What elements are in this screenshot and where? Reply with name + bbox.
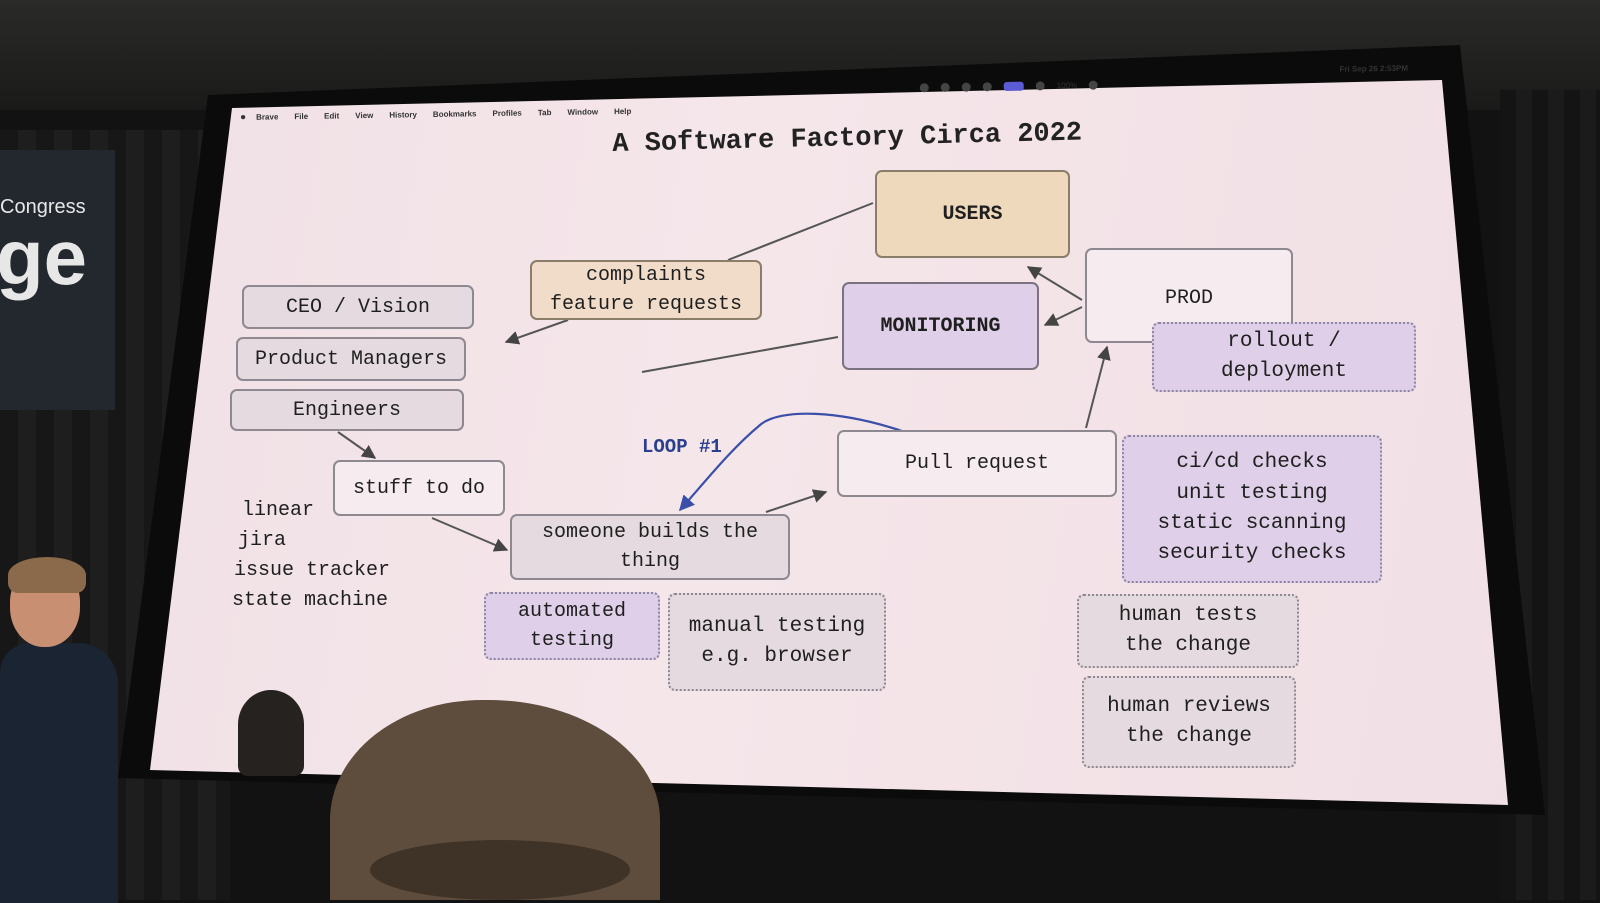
cap-brim (370, 840, 630, 900)
the-change-label: the change (1125, 725, 1253, 748)
automated-testing-node: automated testing (484, 592, 660, 660)
arrow-stuff-to-builds (431, 517, 509, 552)
audience-silhouette (238, 690, 304, 776)
deployment-label: deployment (1220, 360, 1348, 383)
thing-label: thing (619, 550, 680, 573)
tools-list: linear jira issue tracker state machine (232, 496, 390, 616)
feature-requests-label: feature requests (549, 293, 743, 316)
automated-label: automated (517, 600, 627, 623)
audience-head-cap (330, 700, 660, 900)
pull-request-label: Pull request (904, 452, 1050, 475)
human-reviews-label: human reviews (1107, 694, 1271, 718)
testing-label: testing (529, 629, 614, 652)
security-checks-label: security checks (1157, 542, 1347, 566)
stuff-to-do-label: stuff to do (352, 476, 486, 500)
tool-jira: jira (238, 529, 287, 552)
rollout-label: rollout / (1227, 329, 1341, 353)
static-scanning-label: static scanning (1157, 512, 1347, 535)
speaker-person (0, 555, 120, 903)
tool-issue-tracker: issue tracker (234, 559, 391, 582)
engineers-node: Engineers (230, 389, 464, 431)
browser-label: e.g. browser (701, 645, 853, 668)
arrow-prod-to-monitoring (1043, 306, 1083, 326)
pull-request-node: Pull request (837, 430, 1117, 497)
monitoring-label: MONITORING (880, 314, 1001, 338)
users-label: USERS (942, 202, 1003, 226)
someone-builds-node: someone builds the thing (510, 514, 790, 580)
speaker-hair (8, 557, 86, 593)
human-reviews-node: human reviews the change (1082, 676, 1296, 768)
the-change-label: the change (1124, 634, 1252, 657)
monitoring-node: MONITORING (842, 282, 1039, 370)
engineers-label: Engineers (292, 398, 402, 422)
loop-label: LOOP #1 (642, 436, 722, 458)
prod-label: PROD (1164, 287, 1213, 310)
manual-testing-node: manual testing e.g. browser (668, 593, 886, 691)
human-tests-label: human tests (1118, 603, 1258, 627)
manual-testing-label: manual testing (688, 614, 866, 638)
complaints-node: complaints feature requests (530, 260, 762, 320)
ceo-node: CEO / Vision (242, 285, 474, 329)
arrow-users-to-complaints (727, 202, 874, 261)
speaker-body (0, 643, 118, 903)
human-tests-node: human tests the change (1077, 594, 1299, 668)
tool-linear: linear (242, 499, 315, 522)
ceo-label: CEO / Vision (285, 295, 431, 319)
someone-builds-label: someone builds the (541, 521, 759, 544)
cicd-node: ci/cd checks unit testing static scannin… (1122, 435, 1382, 583)
arrow-monitoring-line (641, 336, 839, 373)
arrow-engineers-to-stuff (337, 431, 377, 459)
arrow-pr-to-prod (1085, 345, 1111, 429)
tool-state-machine: state machine (232, 589, 389, 612)
users-node: USERS (875, 170, 1070, 258)
banner-line-1: Congress (0, 196, 86, 218)
arrow-prod-to-users (1026, 266, 1083, 301)
rollout-node: rollout / deployment (1152, 322, 1416, 392)
banner-line-2: ge (0, 213, 88, 301)
unit-testing-label: unit testing (1176, 481, 1328, 505)
cicd-checks-label: ci/cd checks (1176, 451, 1328, 475)
loop-arrow (678, 412, 906, 512)
product-managers-label: Product Managers (254, 347, 448, 371)
product-managers-node: Product Managers (236, 337, 466, 381)
stuff-to-do-node: stuff to do (333, 460, 505, 516)
arrow-builds-to-pr (765, 489, 828, 513)
complaints-label: complaints (585, 264, 707, 287)
arrow-complaints-to-ceo (504, 319, 569, 345)
conference-banner: Congress ge (0, 150, 115, 410)
